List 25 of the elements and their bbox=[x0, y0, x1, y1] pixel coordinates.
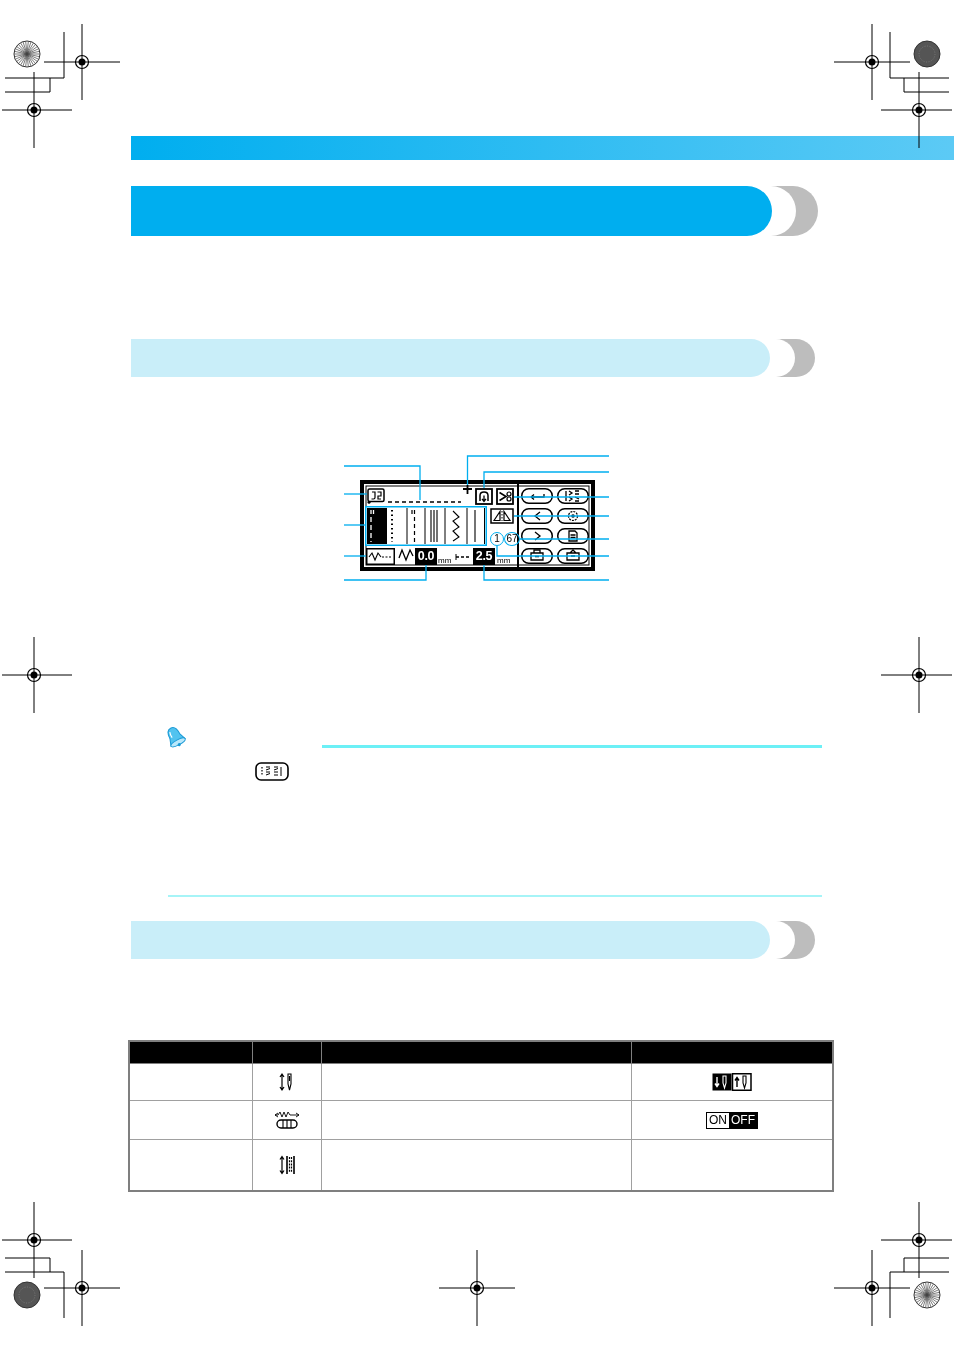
leader-line bbox=[513, 515, 610, 517]
zigzag-stitch-icon bbox=[366, 548, 395, 565]
mirrored-triangles-icon bbox=[490, 508, 514, 524]
leader-line bbox=[496, 545, 610, 557]
leader-line bbox=[513, 496, 610, 498]
toggle-label: OFF bbox=[729, 1113, 757, 1129]
leader-line bbox=[343, 465, 421, 501]
leader-line bbox=[343, 564, 427, 581]
stitch-pattern-strip bbox=[365, 506, 487, 546]
lcd-screen bbox=[360, 480, 595, 571]
unit-label: mm bbox=[497, 557, 511, 565]
leader-line bbox=[343, 493, 368, 495]
length-value: 2.5 bbox=[473, 548, 495, 565]
leader-line bbox=[483, 471, 610, 489]
dashed-stitch-line bbox=[388, 500, 461, 504]
leader-line bbox=[343, 555, 367, 557]
leader-line bbox=[483, 564, 610, 581]
leader-line bbox=[466, 455, 610, 486]
leader-line bbox=[519, 538, 610, 540]
width-value: 0.0 bbox=[415, 548, 437, 565]
scissors-icon bbox=[496, 488, 514, 505]
leader-line bbox=[343, 524, 366, 526]
framed-glyph-icon bbox=[367, 488, 385, 504]
plus-marker-icon bbox=[463, 485, 472, 494]
unit-label: mm bbox=[438, 557, 452, 565]
